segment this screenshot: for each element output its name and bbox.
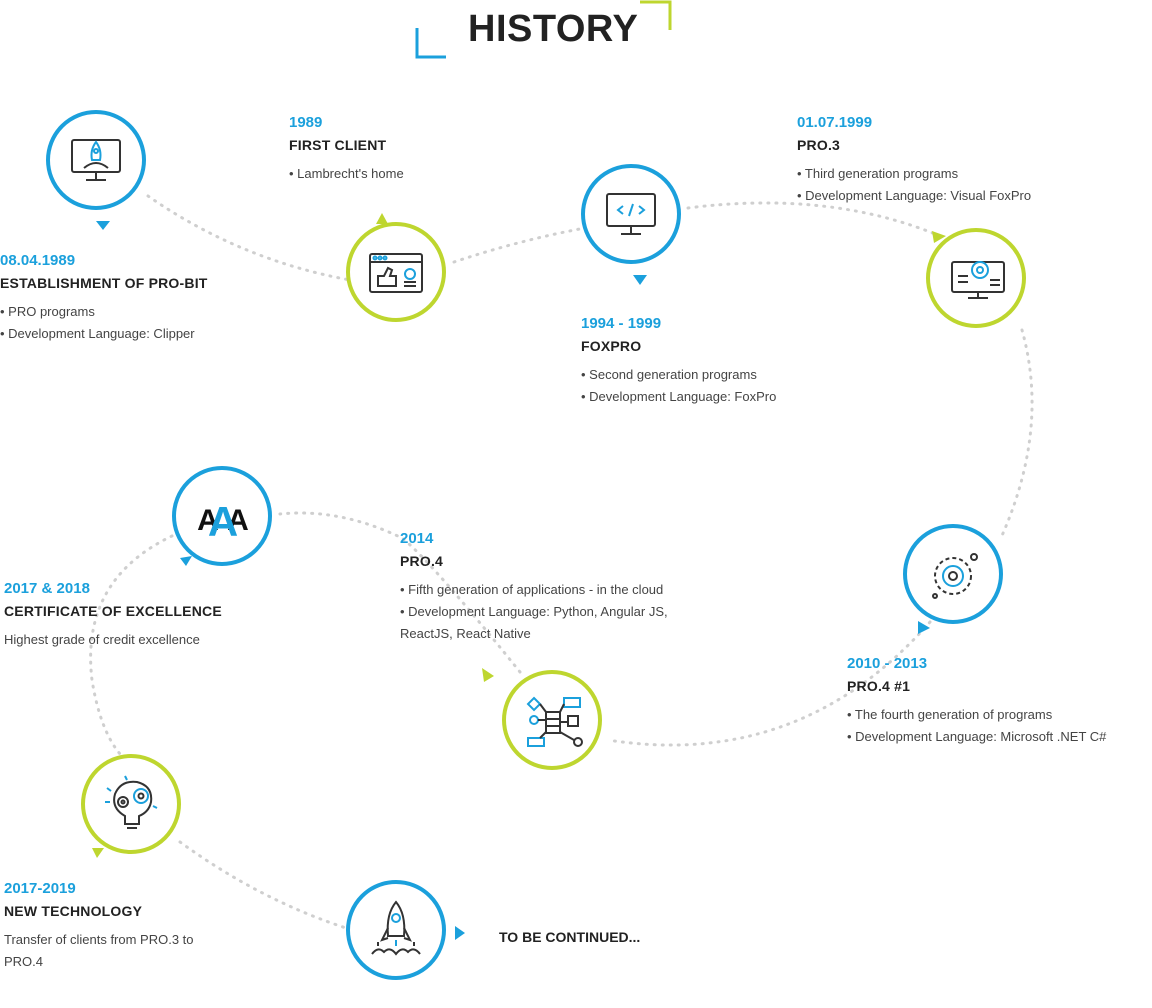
aaa-rating-icon: A A A xyxy=(197,498,249,545)
browser-thumbs-up-icon xyxy=(369,253,423,293)
path-segment-2-3 xyxy=(452,226,587,264)
milestone-1-text: 08.04.1989 ESTABLISHMENT OF PRO-BIT • PR… xyxy=(0,252,208,345)
milestone-7-text: 2017 & 2018 CERTIFICATE OF EXCELLENCE Hi… xyxy=(4,580,222,651)
milestone-date: 2010 - 2013 xyxy=(847,655,928,672)
monitor-code-icon xyxy=(606,193,656,235)
milestone-line: • Second generation programs xyxy=(581,367,757,382)
milestone-line: • Fifth generation of applications - in … xyxy=(400,582,664,597)
milestone-1-circle xyxy=(46,110,146,210)
milestone-date: 2017 & 2018 xyxy=(4,580,90,597)
brain-gears-icon xyxy=(105,775,158,829)
milestone-7-circle: A A A xyxy=(172,466,272,566)
milestone-line: • Lambrecht's home xyxy=(289,166,404,181)
milestone-date: 08.04.1989 xyxy=(0,252,76,269)
milestone-heading: NEW TECHNOLOGY xyxy=(4,903,143,919)
milestone-5-circle xyxy=(903,524,1003,624)
milestone-line: • Development Language: FoxPro xyxy=(581,389,777,404)
milestone-4-circle xyxy=(926,228,1026,328)
svg-text:A: A xyxy=(197,504,219,537)
milestone-heading: CERTIFICATE OF EXCELLENCE xyxy=(4,603,222,619)
milestone-2-circle xyxy=(346,222,446,322)
path-segment-7-8 xyxy=(89,534,174,756)
path-segment-4-5 xyxy=(998,328,1034,542)
milestone-line: ReactJS, React Native xyxy=(400,626,531,641)
milestone-date: 2014 xyxy=(400,530,434,547)
path-segment-3-4 xyxy=(686,201,942,238)
database-flow-icon xyxy=(526,696,583,747)
milestone-8-circle xyxy=(81,754,181,854)
milestone-date: 2017-2019 xyxy=(4,880,76,897)
svg-text:A: A xyxy=(208,498,238,545)
monitor-rocket-icon xyxy=(71,139,121,181)
rocket-launch-icon xyxy=(371,900,421,956)
milestone-8-text: 2017-2019 NEW TECHNOLOGY Transfer of cli… xyxy=(4,880,194,973)
milestone-line: • Development Language: Clipper xyxy=(0,326,195,341)
milestone-3-text: 1994 - 1999 FOXPRO • Second generation p… xyxy=(581,315,776,408)
milestone-line: • Development Language: Microsoft .NET C… xyxy=(847,729,1107,744)
milestone-heading: PRO.4 #1 xyxy=(847,678,911,694)
milestone-date: 01.07.1999 xyxy=(797,114,873,131)
milestone-5-text: 2010 - 2013 PRO.4 #1 • The fourth genera… xyxy=(847,655,1106,748)
path-segment-1-2 xyxy=(146,194,352,282)
milestone-2-text: 1989 FIRST CLIENT • Lambrecht's home xyxy=(289,114,404,185)
timeline-arrows xyxy=(92,213,946,940)
milestone-heading: ESTABLISHMENT OF PRO-BIT xyxy=(0,275,208,291)
milestone-heading: PRO.4 xyxy=(400,553,444,569)
milestone-line: Transfer of clients from PRO.3 to xyxy=(4,932,194,947)
monitor-gear-icon xyxy=(951,261,1005,299)
milestone-line: • The fourth generation of programs xyxy=(847,707,1053,722)
title-corner-brackets xyxy=(415,0,672,59)
milestone-6-text: 2014 PRO.4 • Fifth generation of applica… xyxy=(400,530,668,645)
milestone-4-text: 01.07.1999 PRO.3 • Third generation prog… xyxy=(797,114,1031,207)
milestone-line: • Development Language: Visual FoxPro xyxy=(797,188,1032,203)
to-be-continued-label: TO BE CONTINUED... xyxy=(499,929,641,945)
milestone-date: 1989 xyxy=(289,114,323,131)
milestone-line: Highest grade of credit excellence xyxy=(4,632,200,647)
path-segment-8-9 xyxy=(178,840,348,930)
milestone-date: 1994 - 1999 xyxy=(581,315,662,332)
milestone-heading: FIRST CLIENT xyxy=(289,137,387,153)
milestone-line: • Development Language: Python, Angular … xyxy=(400,604,668,619)
milestone-line: • Third generation programs xyxy=(797,166,959,181)
milestone-heading: FOXPRO xyxy=(581,338,642,354)
milestone-6-circle xyxy=(502,670,602,770)
milestone-heading: PRO.3 xyxy=(797,137,841,153)
page-title: HISTORY xyxy=(468,8,639,50)
milestone-line: • PRO programs xyxy=(0,304,95,319)
path-segment-6-7 xyxy=(278,511,522,674)
milestone-9-circle xyxy=(346,880,446,980)
svg-text:A: A xyxy=(227,504,249,537)
milestone-line: PRO.4 xyxy=(4,954,44,969)
milestone-3-circle xyxy=(581,164,681,264)
gear-orbit-icon xyxy=(932,553,978,599)
